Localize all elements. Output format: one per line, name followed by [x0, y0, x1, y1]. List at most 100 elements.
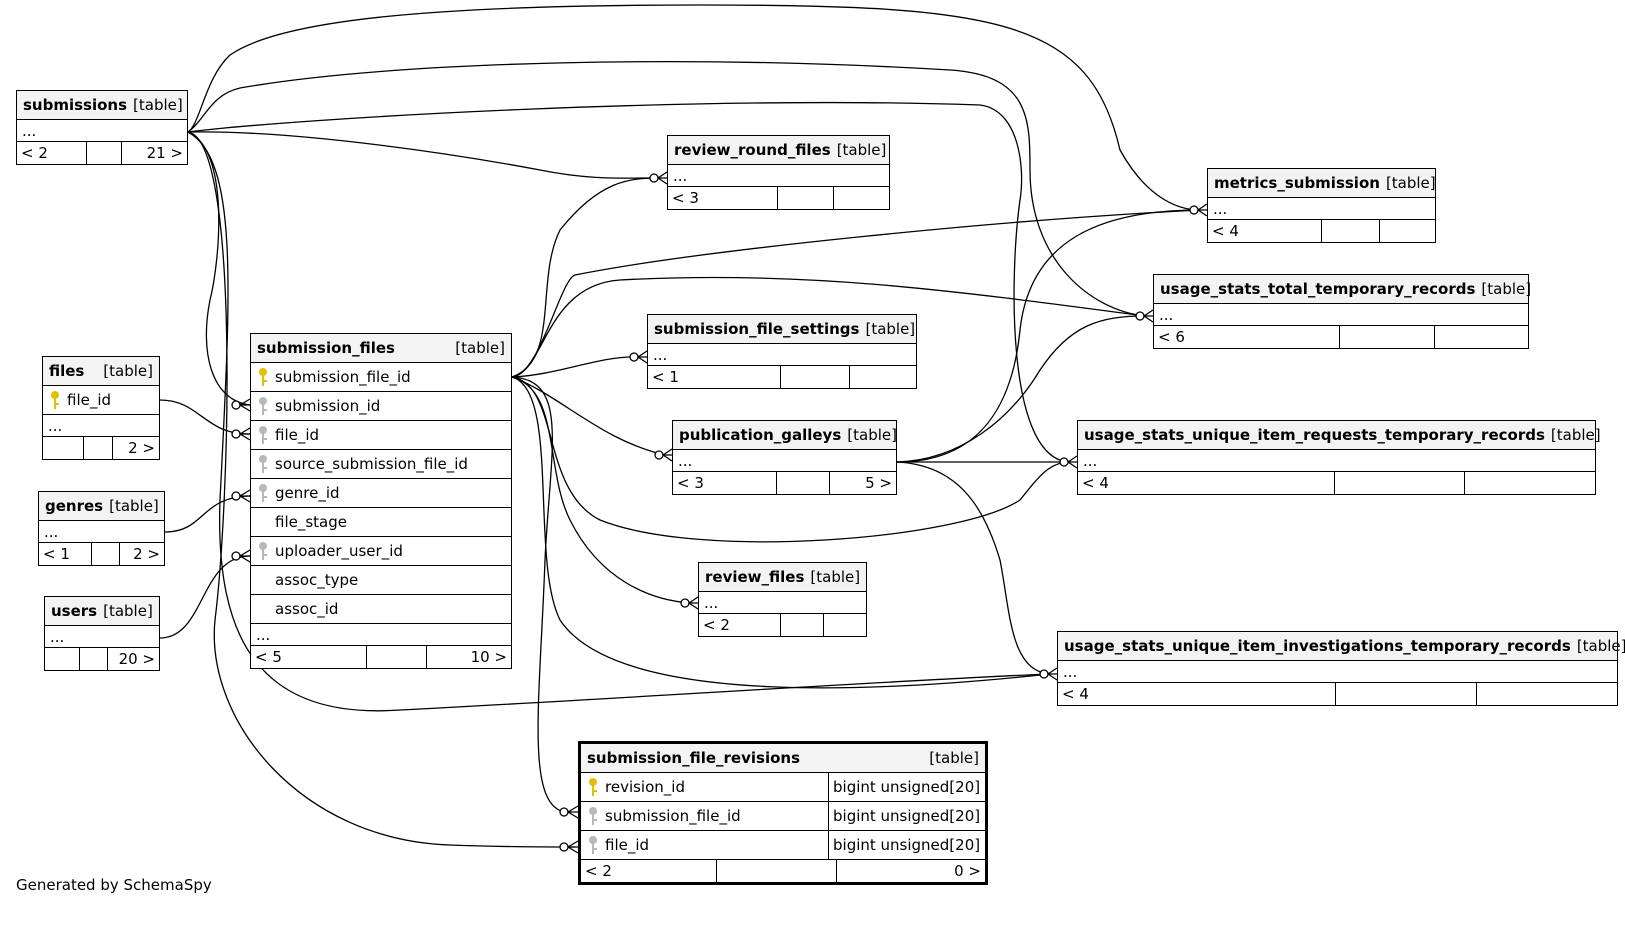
marker-usage_total: [1135, 309, 1154, 323]
generated-by-note: Generated by SchemaSpy: [16, 876, 212, 894]
table-type: [table]: [865, 320, 916, 338]
edge-sf-galleys: [511, 376, 666, 456]
edge-sf-file_settings: [511, 356, 641, 378]
column-row-file_stage[interactable]: file_stage: [251, 508, 511, 537]
children-count[interactable]: 21 >: [146, 144, 183, 162]
table-header[interactable]: files[table]: [43, 357, 159, 386]
column-row-uploader_user_id[interactable]: uploader_user_id: [251, 537, 511, 566]
column-row-assoc_type[interactable]: assoc_type: [251, 566, 511, 595]
table-usage_stats_unique_item_investigations_temporary_records[interactable]: usage_stats_unique_item_investigations_t…: [1057, 631, 1625, 706]
table-review_files[interactable]: review_files[table] ... < 2: [698, 562, 867, 637]
column-name: assoc_type: [275, 571, 359, 589]
children-count[interactable]: [824, 614, 866, 636]
foreign-key-icon: [258, 542, 268, 560]
marker-review_round_files: [649, 171, 668, 185]
children-count[interactable]: [1477, 683, 1617, 705]
table-header[interactable]: submission_file_settings[table]: [648, 315, 916, 344]
table-footer: 2 >: [43, 437, 159, 459]
table-header[interactable]: metrics_submission[table]: [1208, 169, 1436, 198]
edge-galleys-usage_total: [896, 315, 1146, 463]
children-count[interactable]: [850, 366, 916, 388]
table-name: review_round_files: [674, 141, 831, 159]
marker-metrics_submission: [1189, 203, 1208, 217]
table-header[interactable]: usage_stats_total_temporary_records[tabl…: [1154, 275, 1531, 304]
table-submissions[interactable]: submissions[table] ... < 2 21 >: [16, 90, 188, 165]
table-footer: < 1: [648, 366, 916, 388]
table-header[interactable]: submission_file_revisions[table]: [581, 744, 985, 773]
children-count[interactable]: 2 >: [128, 439, 155, 457]
table-publication_galleys[interactable]: publication_galleys[table] ... < 3 5 >: [672, 420, 897, 495]
table-metrics_submission[interactable]: metrics_submission[table] ... < 4: [1207, 168, 1436, 243]
table-header[interactable]: users [table]: [45, 597, 159, 626]
table-type: [table]: [103, 602, 153, 620]
column-row-file_id[interactable]: file_id: [43, 386, 159, 415]
table-header[interactable]: submissions [table]: [17, 91, 187, 120]
edge-submissions-submission_files-submission_id: [187, 131, 251, 406]
parents-count[interactable]: < 3: [668, 187, 778, 209]
column-row-genre_id[interactable]: genre_id: [251, 479, 511, 508]
children-count[interactable]: [1465, 472, 1595, 494]
table-usage_stats_unique_item_requests_temporary_records[interactable]: usage_stats_unique_item_requests_tempora…: [1077, 420, 1601, 495]
primary-key-icon: [588, 778, 598, 796]
table-type: [table]: [1385, 174, 1436, 192]
column-row-submission_id[interactable]: submission_id: [251, 392, 511, 421]
table-name: publication_galleys: [679, 426, 842, 444]
children-count[interactable]: 0 >: [954, 862, 981, 880]
parents-count[interactable]: < 1: [648, 366, 781, 388]
table-files[interactable]: files[table] file_id ... 2 >: [42, 356, 160, 460]
parents-count[interactable]: < 4: [1078, 472, 1335, 494]
foreign-key-icon: [258, 455, 268, 473]
table-name: usage_stats_unique_item_investigations_t…: [1064, 637, 1571, 655]
column-row-submission_file_id[interactable]: submission_file_id: [251, 363, 511, 392]
parents-count[interactable]: < 4: [1058, 683, 1336, 705]
table-header[interactable]: review_files[table]: [699, 563, 866, 592]
children-count[interactable]: 2 >: [133, 545, 160, 563]
table-submission_file_settings[interactable]: submission_file_settings[table] ... < 1: [647, 314, 917, 389]
parents-count[interactable]: < 2: [699, 614, 781, 636]
table-footer: < 4: [1078, 472, 1595, 494]
parents-count[interactable]: < 3: [673, 472, 777, 494]
table-submission_file_revisions[interactable]: submission_file_revisions[table] revisio…: [578, 741, 988, 885]
column-row-assoc_id[interactable]: assoc_id: [251, 595, 511, 624]
table-name: users: [51, 602, 98, 620]
table-header[interactable]: submission_files[table]: [251, 334, 511, 363]
table-genres[interactable]: genres[table] ... < 1 2 >: [38, 491, 165, 566]
edge-submissions-review_round_files: [187, 131, 661, 179]
table-review_round_files[interactable]: review_round_files[table] ... < 3: [667, 135, 890, 210]
table-submission_files[interactable]: submission_files[table] submission_file_…: [250, 333, 512, 669]
column-row-source_submission_file_id[interactable]: source_submission_file_id: [251, 450, 511, 479]
table-users[interactable]: users[table] ... 20 >: [44, 596, 160, 671]
parents-count[interactable]: < 6: [1154, 326, 1340, 348]
columns-ellipsis: ...: [1154, 304, 1528, 326]
parents-count[interactable]: < 4: [1208, 220, 1322, 242]
table-header[interactable]: genres[table]: [39, 492, 164, 521]
parents-count[interactable]: [45, 648, 80, 670]
table-header[interactable]: usage_stats_unique_item_investigations_t…: [1058, 632, 1625, 661]
table-usage_stats_total_temporary_records[interactable]: usage_stats_total_temporary_records[tabl…: [1153, 274, 1531, 349]
table-type: [table]: [133, 96, 183, 114]
children-count[interactable]: 5 >: [865, 474, 892, 492]
table-name: submissions: [23, 96, 128, 114]
parents-count[interactable]: < 2: [17, 142, 87, 164]
columns-ellipsis: ...: [251, 624, 511, 646]
column-row-file_id[interactable]: file_id: [251, 421, 511, 450]
parents-count[interactable]: < 2: [581, 860, 717, 882]
columns-ellipsis: ...: [699, 592, 866, 614]
table-header[interactable]: usage_stats_unique_item_requests_tempora…: [1078, 421, 1601, 450]
foreign-key-icon: [258, 426, 268, 444]
parents-count[interactable]: [43, 437, 84, 459]
parents-count[interactable]: < 1: [39, 543, 92, 565]
table-header[interactable]: publication_galleys[table]: [673, 421, 897, 450]
table-footer: < 2 0 >: [581, 860, 985, 882]
parents-count[interactable]: < 5: [251, 646, 367, 668]
table-header[interactable]: review_round_files[table]: [668, 136, 889, 165]
children-count[interactable]: [1380, 220, 1435, 242]
marker-revisions-submission_file_id: [559, 805, 579, 819]
children-count[interactable]: [834, 187, 889, 209]
children-count[interactable]: 10 >: [470, 648, 507, 666]
children-count[interactable]: 20 >: [118, 650, 155, 668]
children-count[interactable]: [1435, 326, 1528, 348]
